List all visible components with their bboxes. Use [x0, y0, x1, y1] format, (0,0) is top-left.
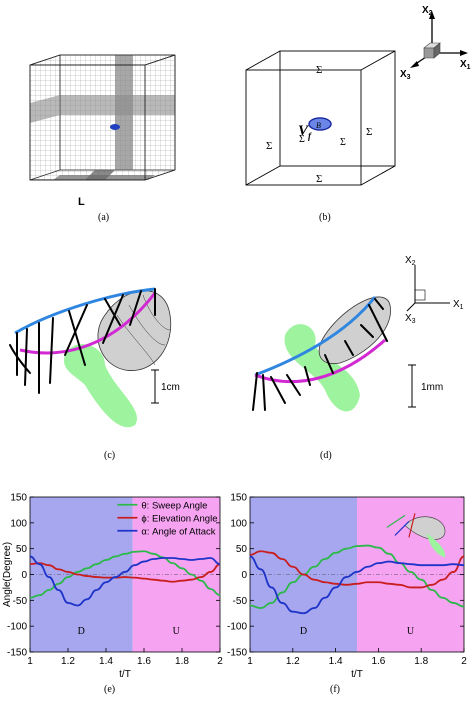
x-tick-label: 2 [217, 656, 223, 667]
x-tick-label: 1 [247, 656, 253, 667]
y-tick-label: 50 [16, 544, 28, 555]
inset-wake [426, 533, 446, 558]
axis-x1-label: X1 [460, 59, 471, 71]
x-tick-label: 1.8 [175, 656, 189, 667]
axis-x3-label: X3 [400, 69, 411, 81]
band-label-d: D [78, 626, 85, 637]
x-tick-label: 2 [461, 656, 467, 667]
band-label-u: U [407, 626, 415, 637]
series-line-2 [249, 550, 465, 589]
body-label: B [316, 121, 321, 130]
y-tick-label: 100 [10, 518, 27, 529]
x-axis-label: t/T [351, 669, 363, 680]
sigma-top: Σ [316, 64, 322, 76]
sigma-bottom: Σ [316, 173, 322, 185]
axis-x1-label-mid: X1 [453, 299, 464, 311]
axes-top-icon: X2 X1 X3 [400, 5, 471, 81]
series-line-2 [29, 562, 221, 583]
panel-a-grid-cube: L [29, 54, 176, 208]
panel-c-wing-kinematics: 1cm [9, 287, 180, 428]
caption-d: (d) [320, 450, 332, 461]
series-line-1 [29, 550, 221, 599]
x-tick-label: 1.6 [371, 656, 385, 667]
y-tick-label: 0 [241, 570, 247, 581]
y-tick-label: -100 [7, 622, 27, 633]
inset-body [404, 516, 446, 540]
panel-d-wing-kinematics: 1mm X2 X1 X3 [252, 255, 464, 412]
axis-x2-label-mid: X2 [405, 255, 416, 267]
band-label-d: D [300, 626, 307, 637]
caption-c: (c) [104, 450, 116, 461]
panel-b-domain-sketch: Σ Σ Σ Σ Σ Σ Vf B [245, 50, 396, 186]
caption-a: (a) [98, 212, 110, 223]
y-tick-label: 150 [10, 493, 27, 504]
x-tick-label: 1.8 [414, 656, 428, 667]
y-tick-label: 0 [21, 570, 27, 581]
series-line-1 [249, 544, 465, 609]
y-tick-label: -150 [227, 648, 247, 659]
caption-f: (f) [330, 684, 340, 695]
x-tick-label: 1.2 [61, 656, 75, 667]
x-tick-label: 1.4 [99, 656, 113, 667]
body-shape-d [318, 296, 391, 365]
y-axis-label: Angle(Degree) [2, 542, 13, 607]
y-tick-label: -100 [227, 622, 247, 633]
y-tick-label: -150 [7, 648, 27, 659]
body-outline-icon [308, 117, 332, 131]
legend-entry-1: θ: Sweep Angle [141, 500, 207, 511]
x-tick-label: 1 [27, 656, 33, 667]
series-line-3 [29, 555, 221, 607]
y-tick-label: 50 [236, 544, 248, 555]
y-tick-label: 100 [230, 518, 247, 529]
legend-entry-2: ϕ: Elevation Angle [141, 513, 217, 524]
inset-sweep-vector [386, 514, 406, 528]
band-label-u: U [173, 626, 181, 637]
scale-bar-c-label: 1cm [161, 382, 180, 393]
x-tick-label: 1.6 [137, 656, 151, 667]
x-tick-label: 1.2 [286, 656, 300, 667]
sigma-right: Σ [366, 126, 372, 138]
wake-shape [64, 344, 138, 428]
fluid-label: Vf [298, 123, 312, 141]
y-tick-label: 150 [230, 493, 247, 504]
caption-e: (e) [104, 684, 116, 695]
axis-x3-label-mid: X3 [405, 313, 416, 325]
wake-shape-d [284, 324, 360, 412]
y-tick-label: -50 [233, 596, 248, 607]
x-axis-label: t/T [119, 669, 131, 680]
sigma-inner-right: Σ [340, 137, 346, 148]
inset-attack-vector [394, 520, 410, 536]
axis-x2-label: X2 [422, 5, 433, 17]
sigma-inner-left: Σ [299, 134, 305, 145]
length-label: L [78, 196, 85, 208]
legend-entry-3: α: Angle of Attack [141, 526, 215, 537]
x-tick-label: 1.4 [329, 656, 343, 667]
series-line-3 [249, 555, 465, 615]
y-tick-label: -50 [13, 596, 28, 607]
sigma-left: Σ [266, 140, 272, 152]
insect-body-icon [110, 124, 120, 130]
scale-bar-d-label: 1mm [421, 382, 443, 393]
inset-elevation-vector [408, 513, 416, 538]
caption-b: (b) [319, 212, 331, 223]
